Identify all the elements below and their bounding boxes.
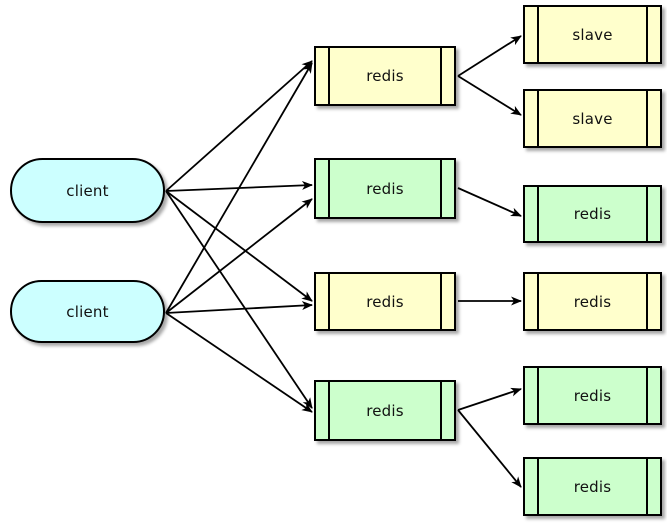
node-label: redis — [573, 205, 612, 223]
component-bar-right-icon — [646, 457, 648, 516]
edge-m4-to-r6 — [457, 409, 522, 488]
edge-client1-to-m1 — [165, 60, 313, 192]
component-bar-left-icon — [328, 272, 330, 331]
component-bar-right-icon — [646, 185, 648, 243]
replica-node-r1[interactable]: slave — [523, 5, 662, 64]
client-node-2[interactable]: client — [10, 280, 165, 343]
node-label: slave — [572, 25, 613, 44]
node-label: redis — [366, 179, 404, 198]
component-bar-left-icon — [537, 272, 539, 331]
component-bar-right-icon — [440, 158, 442, 219]
node-label: client — [66, 181, 109, 200]
component-bar-left-icon — [328, 158, 330, 219]
replica-node-r3[interactable]: redis — [523, 185, 662, 243]
edge-m1-to-r2 — [457, 75, 522, 116]
edge-m4-to-r5 — [457, 387, 522, 411]
component-bar-right-icon — [440, 380, 442, 441]
master-node-m3[interactable]: redis — [314, 272, 456, 331]
node-label: client — [66, 302, 109, 321]
component-bar-left-icon — [537, 366, 539, 425]
node-label: redis — [573, 477, 612, 496]
master-node-m1[interactable]: redis — [314, 46, 456, 106]
component-bar-right-icon — [440, 46, 442, 106]
component-bar-right-icon — [646, 366, 648, 425]
master-node-m4[interactable]: redis — [314, 380, 456, 441]
replica-node-r2[interactable]: slave — [523, 89, 662, 148]
component-bar-right-icon — [646, 272, 648, 331]
node-label: redis — [366, 67, 404, 85]
edge-client2-to-m1 — [165, 62, 313, 314]
replica-node-r6[interactable]: redis — [523, 457, 662, 516]
edge-m1-to-r1 — [457, 35, 522, 77]
component-bar-right-icon — [646, 89, 648, 148]
master-node-m2[interactable]: redis — [314, 158, 456, 219]
node-label: redis — [366, 401, 404, 420]
component-bar-left-icon — [328, 380, 330, 441]
node-label: redis — [573, 386, 612, 405]
node-label: redis — [366, 292, 404, 311]
edge-client2-to-m3 — [165, 301, 313, 314]
component-bar-right-icon — [646, 5, 648, 64]
replica-node-r5[interactable]: redis — [523, 366, 662, 425]
component-bar-left-icon — [537, 457, 539, 516]
component-bar-left-icon — [537, 185, 539, 243]
component-bar-left-icon — [328, 46, 330, 106]
edge-client2-to-m2 — [165, 198, 313, 314]
component-bar-left-icon — [537, 5, 539, 64]
edge-client2-to-m4 — [165, 312, 313, 413]
edge-client1-to-m4 — [165, 190, 313, 409]
edge-m2-to-r3 — [457, 187, 522, 217]
edge-client1-to-m2 — [165, 180, 313, 192]
component-bar-right-icon — [440, 272, 442, 331]
edge-client1-to-m3 — [165, 190, 313, 302]
node-label: slave — [572, 109, 613, 128]
client-node-1[interactable]: client — [10, 158, 165, 223]
node-label: redis — [573, 292, 612, 311]
component-bar-left-icon — [537, 89, 539, 148]
replica-node-r4[interactable]: redis — [523, 272, 662, 331]
